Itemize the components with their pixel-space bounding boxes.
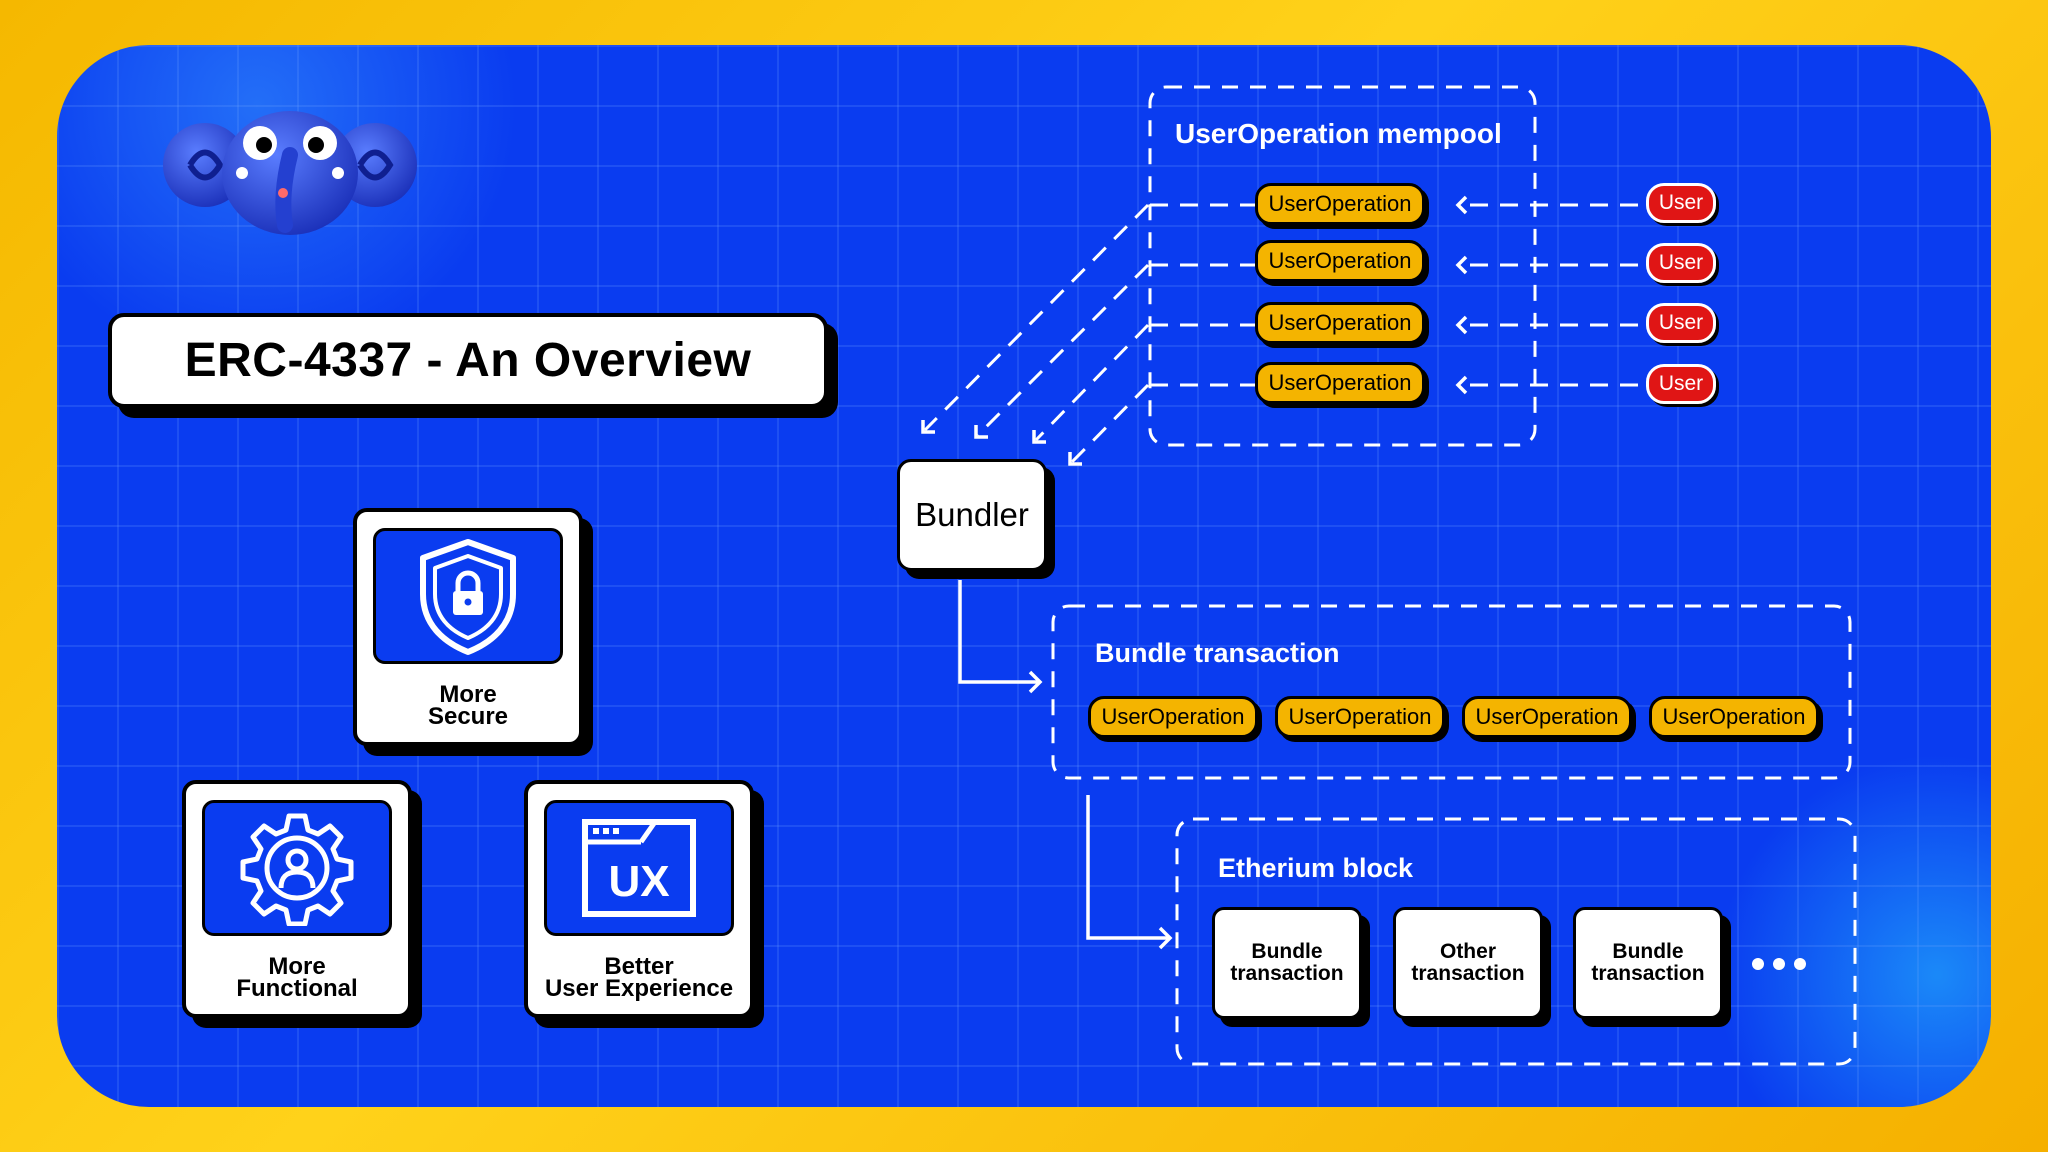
user-badge: User	[1646, 364, 1716, 404]
feature-label: More Functional	[236, 953, 358, 1002]
user-badge: User	[1646, 303, 1716, 343]
bundle-transaction-title: Bundle transaction	[1095, 638, 1340, 668]
mempool-useroperation: UserOperation	[1255, 302, 1425, 344]
mempool-title: UserOperation mempool	[1175, 118, 1502, 149]
feature-label: More Secure	[427, 681, 509, 730]
page-title-text: ERC-4337 - An Overview	[184, 334, 752, 387]
more-ellipsis-icon	[1752, 958, 1806, 970]
bundle-useroperation: UserOperation	[1462, 696, 1632, 738]
page-title: ERC-4337 - An Overview	[108, 313, 828, 408]
bundle-useroperation: UserOperation	[1275, 696, 1445, 738]
feature-label: Better User Experience	[544, 953, 734, 1002]
feature-more-functional: More Functional	[182, 780, 412, 1018]
feature-more-secure: More Secure	[353, 508, 583, 746]
ethereum-block-title: Etherium block	[1218, 853, 1414, 883]
gear-user-icon	[240, 813, 354, 926]
feature-better-ux: UX Better User Experience	[524, 780, 754, 1018]
bundler-box: Bundler	[897, 459, 1047, 571]
ethereum-block-box	[1175, 817, 1857, 1066]
bundle-useroperation: UserOperation	[1088, 696, 1258, 738]
ux-text: UX	[608, 857, 669, 906]
shield-lock-icon	[420, 539, 516, 655]
bundle-useroperation: UserOperation	[1649, 696, 1819, 738]
feature-icon-panel: UX	[544, 800, 734, 936]
mempool-useroperation: UserOperation	[1255, 362, 1425, 404]
feature-icon-panel	[202, 800, 392, 936]
feature-icon-panel	[373, 528, 563, 664]
bundle-transaction-box	[1051, 604, 1852, 780]
ux-window-icon: UX	[582, 819, 696, 917]
elephant-mascot-icon	[163, 111, 417, 235]
mempool-useroperation: UserOperation	[1255, 183, 1425, 225]
mempool-useroperation: UserOperation	[1255, 240, 1425, 282]
user-badge: User	[1646, 243, 1716, 283]
user-badge: User	[1646, 183, 1716, 223]
